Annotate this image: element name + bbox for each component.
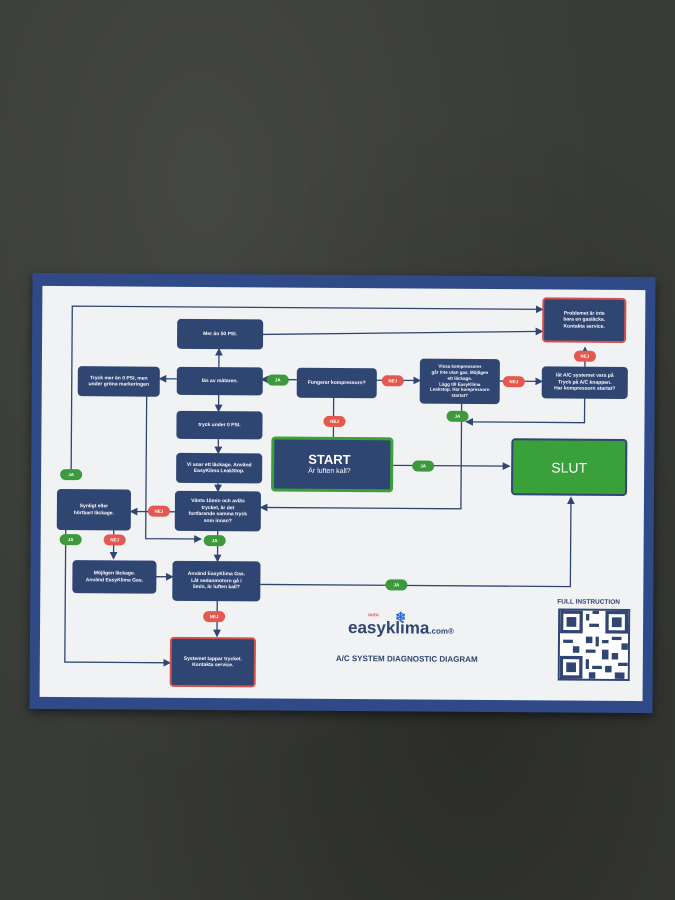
badge-ja: JA [203, 535, 226, 547]
badge-nej: NEJ [203, 611, 226, 623]
badge-ja: JA [60, 469, 83, 481]
badge-ja: JA [412, 460, 435, 472]
box-lat-ac-systemet: låt A/C systemet vara på Tryck på A/C kn… [541, 366, 628, 399]
box-mer-an-50-psi: Mer än 50 PSI. [177, 318, 264, 350]
logo-prefix: auto [368, 612, 379, 619]
logo-registered: ® [447, 626, 454, 636]
badge-ja: JA [266, 374, 289, 386]
badge-nej: NEJ [573, 350, 596, 362]
box-vi-anar-ett-lackage: Vi anar ett läckage. Använd EasyKlima Le… [176, 452, 263, 484]
box-tryck-mer-an-0-psi: Tryck mer än 0 PSI, men under gröna mark… [77, 366, 160, 397]
box-vissa-kompressorer: Vissa kompressorer går inte utan gas. Mö… [419, 358, 500, 405]
start-title: START [308, 451, 351, 468]
slut-box: SLUT [510, 438, 628, 496]
easyklima-logo: auto ❄ easyklima.com® [347, 609, 454, 639]
badge-nej: NEJ [323, 415, 346, 428]
start-box: START Är luften kall? [271, 436, 394, 493]
box-systemet-tappar-trycket: Systemet tappar trycket. Kontakta servic… [169, 636, 256, 688]
box-las-av-mataren: läs av mätaren. [176, 366, 263, 396]
full-instruction-label: FULL INSTRUCTION [557, 598, 620, 606]
badge-ja: JA [385, 579, 408, 591]
box-anvand-easyklima-gas: Använd EasyKlima Gas. Låt sedanmotorn gå… [172, 560, 261, 602]
box-problemet-kontakta-service: Problemet är inte bara en gasläcka. Kont… [542, 297, 627, 343]
badge-nej: NEJ [381, 375, 404, 387]
box-fungerar-kompressorn: Fungerar kompressorn? [296, 367, 377, 399]
start-subtitle: Är luften kall? [308, 467, 351, 476]
box-vanta-15min: Vänta 15min och avläs trycket, är det fo… [174, 490, 262, 532]
badge-nej: NEJ [502, 376, 525, 388]
diagram-sheet: Mer än 50 PSI. Tryck mer än 0 PSI, men u… [29, 272, 656, 714]
qr-code [557, 608, 631, 682]
badge-nej: NEJ [147, 505, 170, 517]
diagram-title: A/C SYSTEM DIAGNOSTIC DIAGRAM [335, 653, 478, 664]
box-synligt-lackage: Synligt eller hörtbart läckage. [56, 489, 132, 531]
badge-nej: NEJ [103, 534, 126, 546]
box-mojligen-lackage: Möjligen läckage. Använd EasyKlima Gas. [72, 560, 157, 594]
logo-suffix: .com [429, 626, 449, 636]
logo-brand: easyklima [347, 618, 430, 638]
box-tryck-under-0-psi: tryck under 0 PSI. [176, 410, 263, 440]
qr-code-icon [559, 610, 629, 679]
snowflake-icon: ❄ [395, 609, 407, 625]
badge-ja: JA [59, 534, 82, 546]
diagram-area: Mer än 50 PSI. Tryck mer än 0 PSI, men u… [39, 285, 646, 702]
badge-ja: JA [446, 410, 469, 422]
